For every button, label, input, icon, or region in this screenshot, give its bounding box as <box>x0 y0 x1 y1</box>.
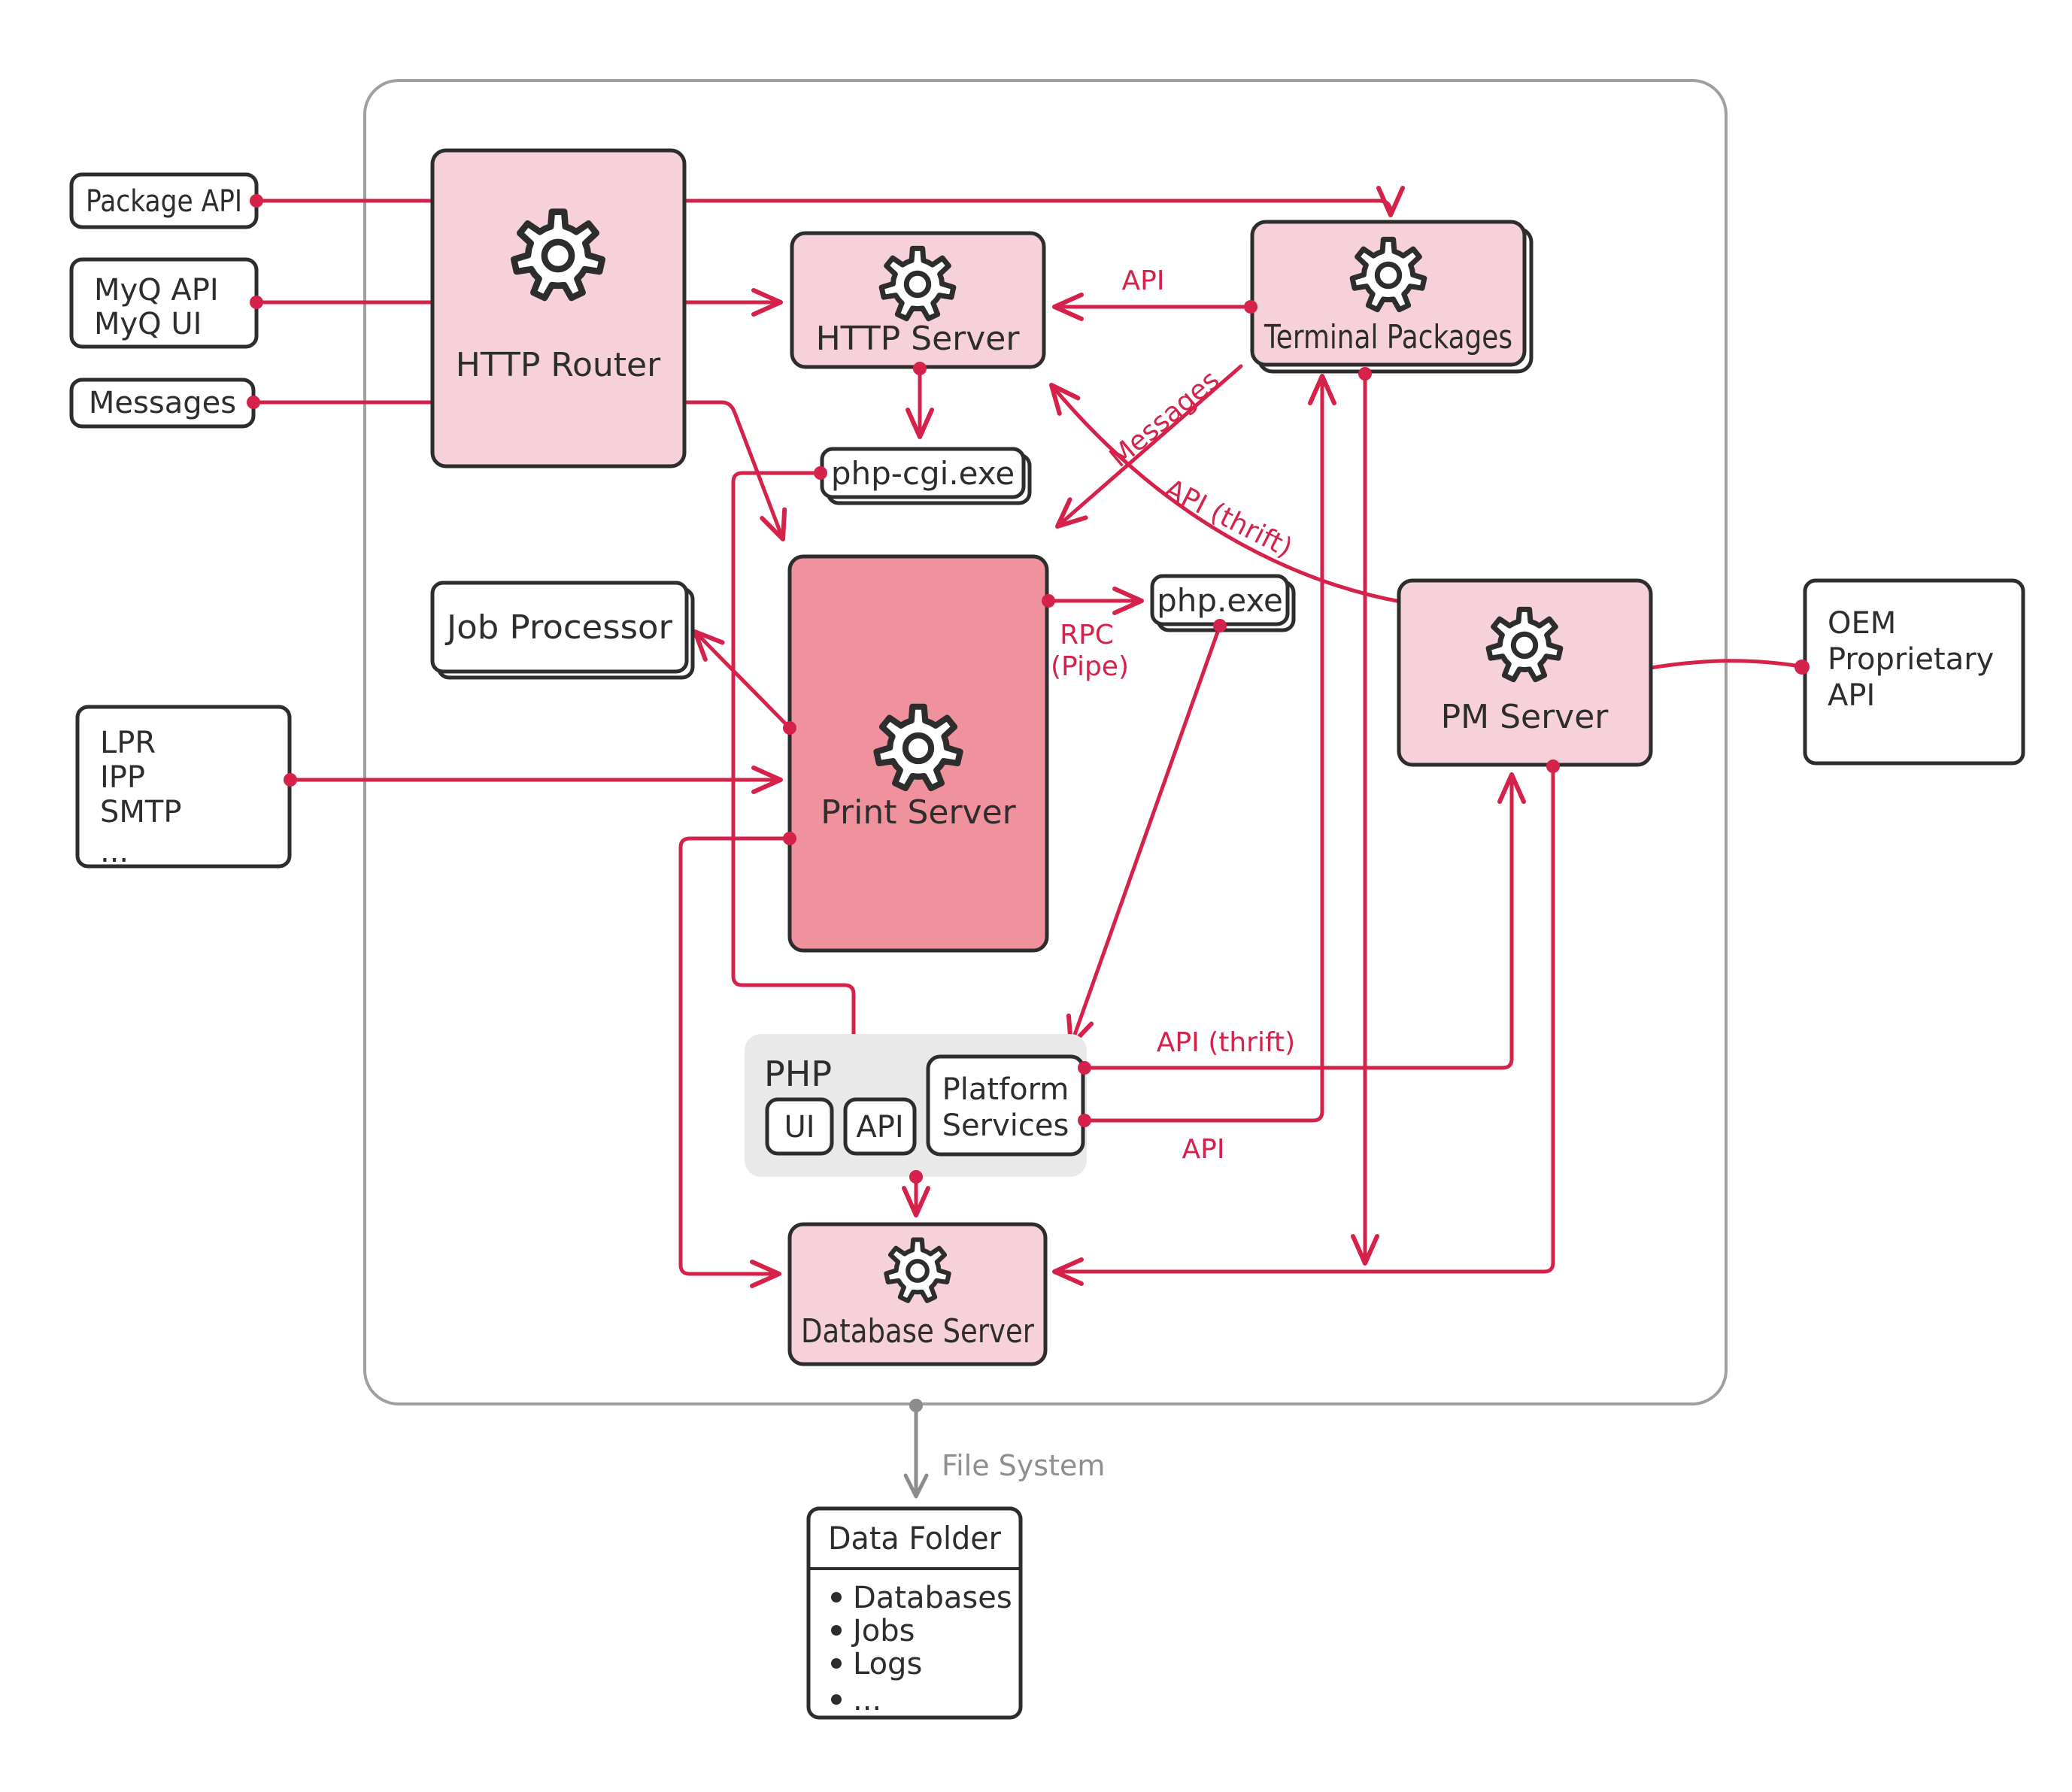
file-system-dot <box>909 1399 923 1412</box>
lpr-label: LPR <box>100 726 156 760</box>
job-processor-label: Job Processor <box>444 608 673 647</box>
connector-dot <box>1794 659 1810 675</box>
http-router-label: HTTP Router <box>456 346 661 384</box>
messages-label: Messages <box>89 386 236 420</box>
package-api-label: Package API <box>86 184 242 219</box>
php-ui-label: UI <box>784 1110 815 1145</box>
database-server-node: Database Server <box>787 1222 1048 1366</box>
data-folder-item: ... <box>853 1683 881 1718</box>
http-router-node: HTTP Router <box>430 148 687 468</box>
pm-server-label: PM Server <box>1441 698 1609 736</box>
php-cgi-node: php-cgi.exe <box>820 447 1032 505</box>
edges <box>251 186 1803 1288</box>
print-server-label: Print Server <box>821 793 1016 832</box>
data-folder-item: Jobs <box>851 1614 915 1648</box>
php-exe-label: php.exe <box>1157 582 1283 619</box>
myq-api-label: MyQ API <box>94 273 219 308</box>
file-system-label: File System <box>942 1449 1105 1482</box>
ipp-label: IPP <box>100 760 145 795</box>
connector-dot <box>1078 1061 1091 1075</box>
http-server-label: HTTP Server <box>816 320 1021 358</box>
connector-dot <box>247 396 260 409</box>
oem-line2: Proprietary <box>1828 642 1994 677</box>
external-messages: Messages <box>69 378 256 429</box>
http-router-box <box>430 148 687 468</box>
data-folder-box <box>806 1506 1023 1720</box>
terminal-packages-label: Terminal Packages <box>1264 318 1512 356</box>
php-exe-node: php.exe <box>1150 574 1296 632</box>
data-folder-node: Data Folder Databases Jobs Logs ... <box>806 1506 1023 1720</box>
data-folder-title: Data Folder <box>828 1520 1002 1557</box>
connector-dot <box>1244 300 1257 314</box>
print-server-node: Print Server <box>787 554 1049 953</box>
terminal-packages-node: Terminal Packages <box>1250 220 1534 374</box>
platform-services-line1: Platform <box>942 1072 1069 1107</box>
oem-line1: OEM <box>1828 606 1896 641</box>
connector-dot <box>1358 367 1372 381</box>
smtp-label: SMTP <box>100 795 181 829</box>
connector-dots <box>247 194 1810 1184</box>
myq-ui-label: MyQ UI <box>94 307 202 341</box>
connector-dot <box>250 296 263 309</box>
oem-line3: API <box>1828 678 1875 713</box>
edge-label-api-thrift-h: API (thrift) <box>1157 1027 1295 1058</box>
platform-services-box <box>926 1054 1085 1157</box>
php-api-label: API <box>856 1110 903 1145</box>
edge-label-rpc: RPC <box>1060 620 1114 650</box>
external-oem: OEM Proprietary API <box>1803 578 2025 766</box>
http-server-node: HTTP Server <box>790 231 1046 369</box>
edge-php-exe-to-platform-services <box>1066 623 1222 1048</box>
protocols-box <box>75 705 292 869</box>
bullet-icon <box>831 1658 842 1669</box>
edge-pm-server-to-oem <box>1649 659 1803 670</box>
external-protocols: LPR IPP SMTP ... <box>75 705 292 869</box>
edge-pm-server-to-database-server <box>1052 764 1555 1286</box>
php-group: PHP UI API Platform Services <box>745 1034 1087 1177</box>
edge-platform-to-pm-server-api-thrift <box>1082 772 1526 1070</box>
job-processor-node: Job Processor <box>430 581 695 680</box>
edge-messages-to-print-server <box>251 400 787 541</box>
edge-package-api-to-terminal-packages <box>254 186 1405 217</box>
edge-php-cgi-to-php-group <box>731 471 856 1045</box>
connector-dot <box>1213 619 1227 632</box>
edge-platform-to-terminal-packages-api <box>1082 374 1336 1123</box>
bullet-icon <box>831 1592 842 1602</box>
bullet-icon <box>831 1694 842 1705</box>
connector-dot <box>814 466 827 480</box>
connector-dot <box>250 194 263 208</box>
php-ui-box <box>765 1097 834 1156</box>
php-api-box <box>843 1097 917 1156</box>
php-group-title: PHP <box>764 1054 832 1094</box>
data-folder-item: Databases <box>853 1581 1012 1615</box>
external-myq: MyQ API MyQ UI <box>69 257 259 349</box>
protocols-ellipsis: ... <box>100 835 129 869</box>
pm-server-node: PM Server <box>1397 578 1653 767</box>
bullet-icon <box>831 1625 842 1636</box>
external-package-api: Package API <box>69 172 259 229</box>
connector-dot <box>909 1170 923 1184</box>
edge-print-server-to-job-processor <box>693 629 792 730</box>
connector-dot <box>284 773 297 787</box>
connector-dot <box>1546 760 1560 773</box>
edge-label-api-h: API <box>1182 1134 1225 1165</box>
database-server-label: Database Server <box>801 1312 1035 1351</box>
edge-label-pipe: (Pipe) <box>1051 651 1129 682</box>
edge-print-server-to-database-server <box>678 836 792 1288</box>
data-folder-item: Logs <box>853 1647 922 1681</box>
edge-pm-server-to-http-server-api-thrift <box>1049 382 1403 604</box>
edge-label-api-top: API <box>1122 265 1165 296</box>
connector-dot <box>913 362 927 375</box>
edge-terminal-packages-to-print-server-messages <box>1055 364 1243 529</box>
connector-dot <box>1042 594 1055 608</box>
connector-dot <box>783 721 796 735</box>
pm-server-box <box>1397 578 1653 767</box>
php-cgi-label: php-cgi.exe <box>831 455 1015 492</box>
connector-dot <box>783 832 796 845</box>
platform-services-line2: Services <box>942 1108 1069 1143</box>
job-processor-box <box>430 581 689 674</box>
connector-dot <box>1078 1114 1091 1127</box>
